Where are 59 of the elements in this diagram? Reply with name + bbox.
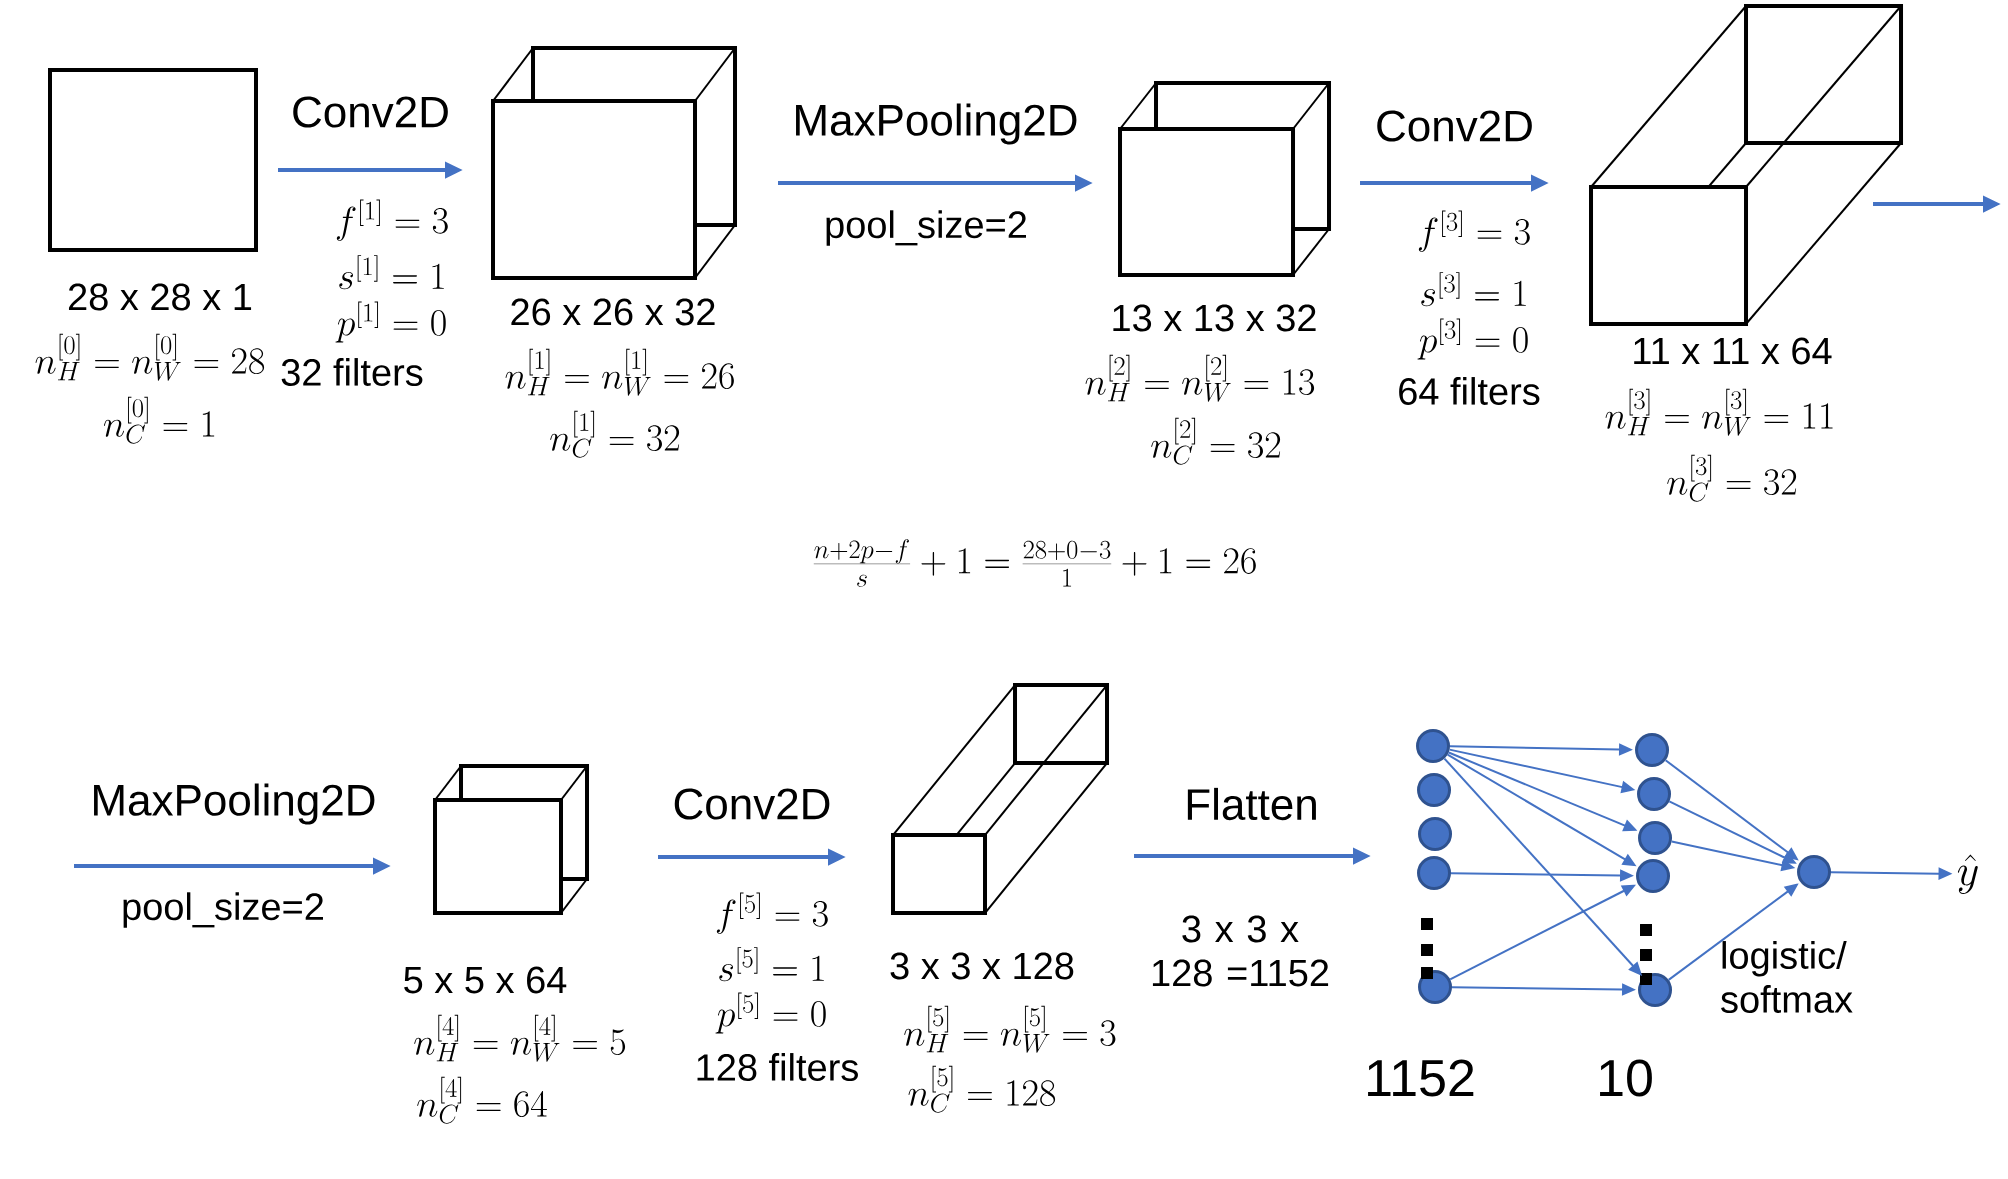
square: [48, 68, 258, 252]
formula: $n_H^{[2]} = n_W^{[2]} =13$: [1085, 354, 1315, 402]
neuron: [1797, 855, 1831, 889]
formula: $p^{[1]} = 0$: [335, 301, 446, 343]
formula: $f^{[5]} = 3$: [716, 892, 828, 934]
neuron: [1637, 777, 1671, 811]
text-label: 128 filters: [697, 1053, 858, 1081]
formula: $n_H^{[1]} = n_W^{[1]} =26$: [505, 348, 734, 396]
size-label: 5 x 5 x 64: [404, 966, 567, 994]
cuboid-drawing: [1118, 81, 1331, 277]
size-label: 3 x 3 x 128 =1152: [1152, 915, 1329, 987]
edge-label: Conv2D: [670, 786, 834, 822]
formula: $s^{[1]} = 1$: [339, 255, 444, 290]
neuron: [1417, 856, 1451, 890]
text-label: 64 filters: [1399, 377, 1540, 405]
neuron: [1635, 733, 1669, 767]
size-label: 11 x 11 x 64: [1634, 337, 1832, 365]
layer-size: 10: [1600, 1059, 1652, 1097]
size-label: 26 x 26 x 32: [511, 298, 715, 326]
formula: $f^{[3]} = 3$: [1418, 210, 1530, 252]
formula: $n_H^{[3]} = n_W^{[3]} =11$: [1605, 388, 1833, 436]
formula: $f^{[1]} = 3$: [336, 199, 448, 241]
edge-label: MaxPooling2D: [790, 101, 1081, 147]
formula: $n_C^{[5]}=128$: [908, 1065, 1056, 1113]
formula: $n_C^{[1]} = 32$: [550, 410, 680, 458]
cuboid-drawing: [1589, 4, 1903, 326]
cuboid-drawing: [433, 764, 589, 915]
text-label: pool_size=2: [123, 892, 323, 928]
formula: $\frac{n+2p-f}{s}+1 = \frac{28+0-3}{1}+1 =26$: [813, 539, 1256, 587]
formula: $n_C^{[4]}=64$: [417, 1076, 547, 1124]
formula: $p^{[3]} = 0$: [1417, 318, 1528, 360]
formula: $n_H^{[0]} = n_W^{[0]} =28$: [35, 333, 265, 381]
formula: $s^{[3]} = 1$: [1421, 272, 1526, 307]
layer-size: 1152: [1368, 1059, 1474, 1097]
activation-label: logistic/ softmax: [1721, 941, 1853, 1013]
formula: $n_C^{[3]} = 32$: [1667, 454, 1797, 502]
neuron: [1417, 773, 1451, 807]
edge-label: Conv2D: [1373, 108, 1536, 144]
neuron: [1636, 859, 1670, 893]
edge-label: MaxPooling2D: [88, 781, 379, 827]
formula: $n_H^{[5]}= n_W^{[5]} =3$: [904, 1005, 1116, 1053]
neuron: [1638, 821, 1672, 855]
text-label: 32 filters: [281, 358, 423, 386]
output-symbol: $\hat{y}$: [1957, 854, 1978, 894]
formula: $p^{[5]} = 0$: [715, 992, 826, 1034]
edge-label: Flatten: [1182, 785, 1321, 823]
formula: $n_H^{[4]}= n_W^{[4]} =5$: [414, 1014, 626, 1062]
edge-label: Conv2D: [289, 94, 452, 130]
neuron: [1416, 729, 1450, 763]
cuboid-drawing: [891, 683, 1109, 915]
text-label: pool_size=2: [826, 210, 1026, 246]
size-label: 13 x 13 x 32: [1113, 304, 1316, 332]
formula: $n_C^{[0]} = 1$: [104, 396, 215, 444]
size-label: 3 x 3 x 128: [890, 952, 1074, 980]
formula: $s^{[5]} = 1$: [719, 947, 824, 982]
cuboid-drawing: [491, 46, 737, 280]
neuron: [1418, 817, 1452, 851]
formula: $n_C^{[2]} = 32$: [1151, 417, 1281, 465]
size-label: 28 x 28 x 1: [68, 283, 252, 311]
